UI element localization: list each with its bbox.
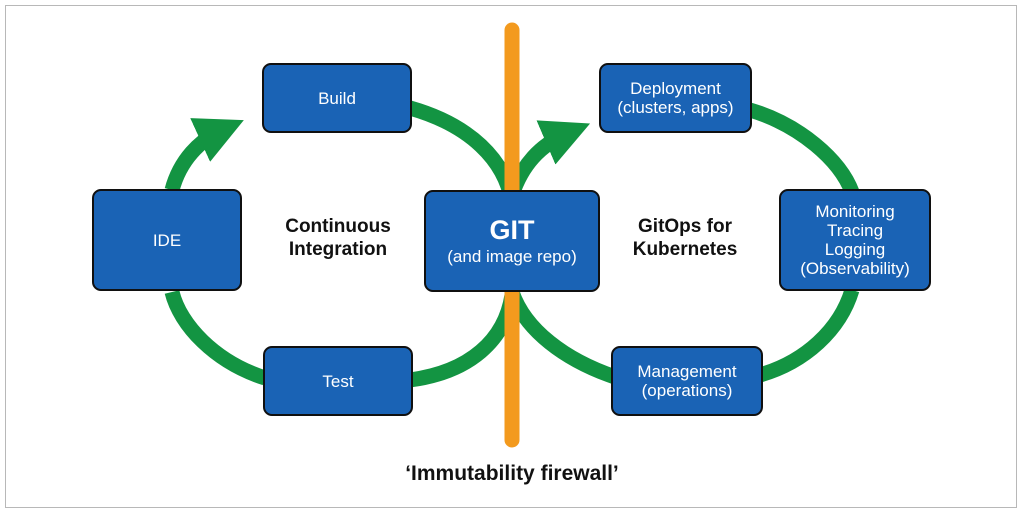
gitops-loop-top-arrow [504, 120, 591, 198]
build-box: Build [262, 63, 412, 133]
management-label-line-1: Management [637, 362, 737, 381]
deployment-label-line-1: Deployment [630, 79, 721, 98]
test-label: Test [322, 371, 354, 391]
ci-loop-bottom-left-arc [164, 289, 268, 386]
gitops-loop-label: GitOps for Kubernetes [615, 215, 755, 261]
ci-loop-top-left-arrow [164, 118, 244, 193]
ci-loop-label-line-1: Continuous [285, 216, 391, 237]
gitops-loop-bottom-right-arc [757, 287, 860, 383]
monitoring-label-line-1: Monitoring [815, 202, 895, 221]
monitoring-label-line-4: (Observability) [800, 259, 910, 278]
gitops-loop-top-right-arc [747, 102, 860, 195]
git-subtitle: (and image repo) [447, 247, 577, 266]
gitops-loop-bottom-left-arc [504, 289, 618, 385]
monitoring-label-line-3: Logging [824, 240, 886, 259]
firewall-caption: ‘Immutability firewall’ [405, 462, 619, 485]
management-label-line-2: (operations) [641, 381, 733, 400]
git-title: GIT [489, 215, 535, 245]
test-box: Test [263, 346, 413, 416]
ide-box: IDE [92, 189, 242, 291]
monitoring-label-line-2: Tracing [826, 221, 884, 240]
management-box: Management (operations) [611, 346, 763, 416]
gitops-loop-label-line-2: Kubernetes [632, 239, 738, 260]
ci-loop-label: Continuous Integration [268, 215, 408, 261]
build-label: Build [318, 88, 356, 108]
ci-loop-label-line-2: Integration [288, 239, 388, 260]
monitoring-box: Monitoring Tracing Logging (Observabilit… [779, 189, 931, 291]
git-box: GIT (and image repo) [424, 190, 600, 292]
ide-label: IDE [152, 230, 182, 250]
deployment-box: Deployment (clusters, apps) [599, 63, 752, 133]
deployment-label-line-2: (clusters, apps) [617, 98, 734, 117]
gitops-loop-label-line-1: GitOps for [638, 216, 732, 237]
